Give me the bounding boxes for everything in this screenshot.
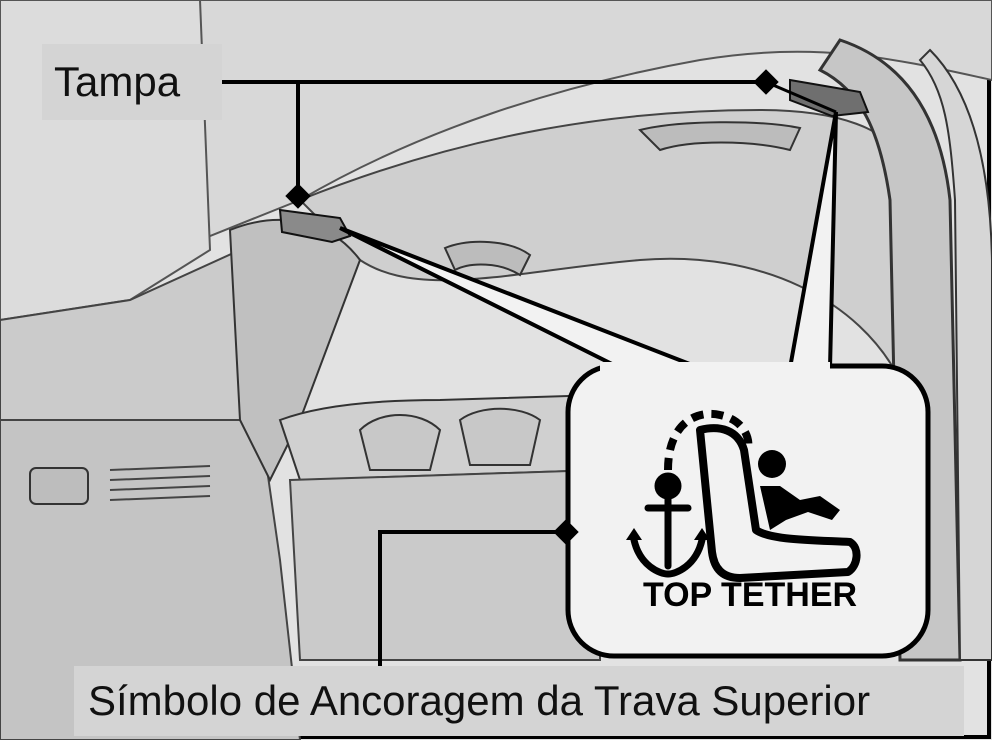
tether-cover-right xyxy=(789,78,870,118)
leader-to-right-cover xyxy=(765,80,837,114)
grab-handle-rear xyxy=(638,121,802,152)
leader-diamond-left xyxy=(285,183,311,209)
side-switch xyxy=(29,467,89,505)
door-frame xyxy=(918,48,992,661)
tether-cover-left xyxy=(278,208,352,244)
tether-path-icon xyxy=(664,409,753,471)
callout-joint-mask xyxy=(600,362,830,372)
cover-label: Tampa xyxy=(42,44,222,120)
headrest-center xyxy=(458,407,542,466)
roof-headliner xyxy=(199,0,992,242)
headrest-left xyxy=(358,414,442,471)
side-vent xyxy=(109,465,211,501)
tether-symbol-label: Símbolo de Ancoragem da Trava Superior xyxy=(74,666,964,736)
child-seat-icon xyxy=(696,424,861,582)
cover-leader-lines xyxy=(222,80,766,196)
rear-seat-back xyxy=(278,393,601,482)
cargo-area xyxy=(288,468,601,661)
top-tether-text: TOP TETHER xyxy=(642,576,858,614)
anchor-icon xyxy=(626,472,710,578)
grab-handle-side xyxy=(443,240,532,277)
